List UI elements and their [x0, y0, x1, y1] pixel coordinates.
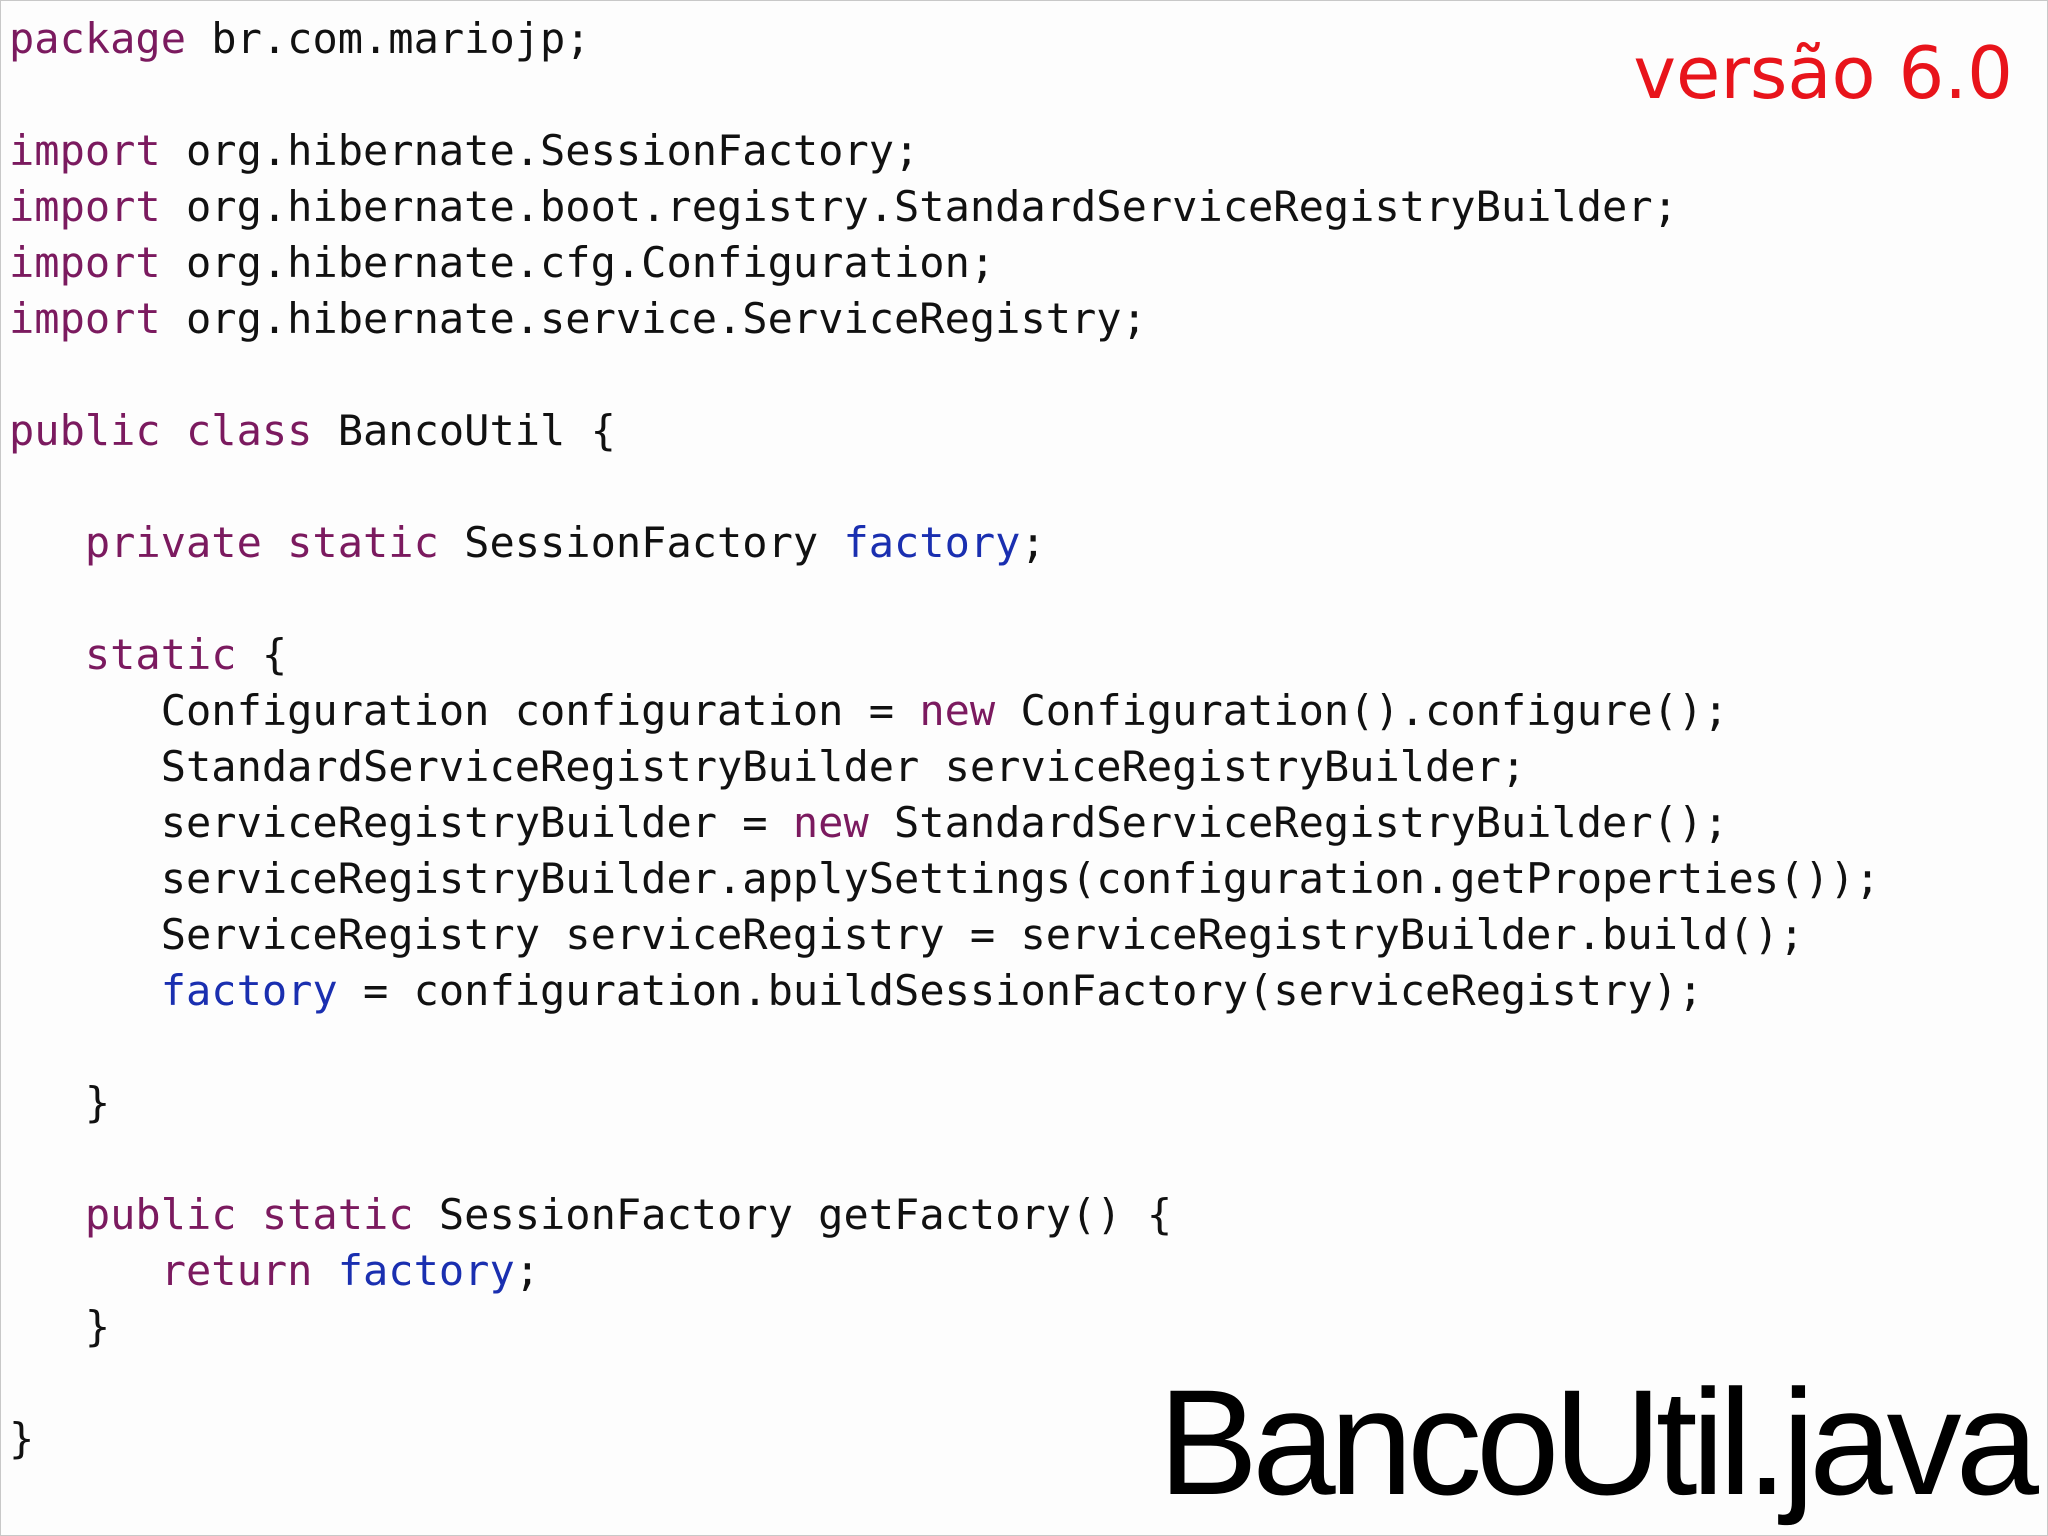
code-line: public class BancoUtil {: [9, 403, 1880, 459]
code-text: [9, 518, 85, 567]
code-block: package br.com.mariojp; import org.hiber…: [9, 11, 1880, 1467]
code-keyword: new: [919, 686, 996, 735]
code-line: return factory;: [9, 1243, 1880, 1299]
code-line: StandardServiceRegistryBuilder serviceRe…: [9, 739, 1880, 795]
code-line: }: [9, 1299, 1880, 1355]
code-keyword: public static: [84, 1190, 414, 1239]
code-line: [9, 1131, 1880, 1187]
code-text: Configuration configuration =: [9, 686, 920, 735]
code-keyword: import: [9, 294, 161, 343]
code-keyword: static: [84, 630, 237, 679]
code-text: Configuration().configure();: [995, 686, 1729, 735]
code-keyword: import: [9, 182, 161, 231]
code-line: static {: [9, 627, 1880, 683]
code-text: [9, 630, 85, 679]
code-text: ;: [1020, 518, 1046, 567]
code-text: serviceRegistryBuilder.applySettings(con…: [9, 854, 1881, 903]
code-line: import org.hibernate.service.ServiceRegi…: [9, 291, 1880, 347]
code-text: BancoUtil {: [312, 406, 616, 455]
code-line: private static SessionFactory factory;: [9, 515, 1880, 571]
code-text: ;: [514, 1246, 541, 1295]
code-line: }: [9, 1075, 1880, 1131]
code-keyword: public class: [9, 406, 313, 455]
code-text: }: [9, 1078, 111, 1127]
code-keyword: import: [9, 126, 161, 175]
code-field: factory: [160, 966, 338, 1015]
code-line: public static SessionFactory getFactory(…: [9, 1187, 1880, 1243]
code-keyword: private static: [84, 518, 439, 567]
code-line: factory = configuration.buildSessionFact…: [9, 963, 1880, 1019]
code-text: org.hibernate.service.ServiceRegistry;: [160, 294, 1147, 343]
code-line: [9, 1019, 1880, 1075]
code-keyword: return: [160, 1246, 313, 1295]
code-line: [9, 67, 1880, 123]
code-keyword: package: [9, 14, 187, 63]
code-line: }: [9, 1411, 1880, 1467]
code-line: [9, 571, 1880, 627]
code-line: serviceRegistryBuilder.applySettings(con…: [9, 851, 1880, 907]
code-text: [9, 1246, 161, 1295]
code-text: [9, 966, 161, 1015]
code-text: org.hibernate.cfg.Configuration;: [160, 238, 996, 287]
file-name-title: BancoUtil.java: [1158, 1358, 2039, 1526]
code-text: SessionFactory getFactory() {: [413, 1190, 1173, 1239]
code-line: import org.hibernate.boot.registry.Stand…: [9, 179, 1880, 235]
code-text: br.com.mariojp;: [186, 14, 591, 63]
code-text: {: [236, 630, 288, 679]
code-line: import org.hibernate.cfg.Configuration;: [9, 235, 1880, 291]
code-text: ServiceRegistry serviceRegistry = servic…: [9, 910, 1805, 959]
code-keyword: import: [9, 238, 161, 287]
code-line: package br.com.mariojp;: [9, 11, 1880, 67]
code-line: ServiceRegistry serviceRegistry = servic…: [9, 907, 1880, 963]
code-text: org.hibernate.SessionFactory;: [160, 126, 920, 175]
code-text: StandardServiceRegistryBuilder();: [868, 798, 1729, 847]
code-text: = configuration.buildSessionFactory(serv…: [337, 966, 1704, 1015]
code-text: }: [9, 1302, 111, 1351]
code-line: import org.hibernate.SessionFactory;: [9, 123, 1880, 179]
code-text: [9, 1190, 85, 1239]
code-text: }: [9, 1414, 35, 1463]
code-text: [312, 1246, 337, 1295]
code-line: [9, 459, 1880, 515]
code-line: [9, 347, 1880, 403]
code-text: StandardServiceRegistryBuilder serviceRe…: [9, 742, 1527, 791]
code-text: org.hibernate.boot.registry.StandardServ…: [160, 182, 1678, 231]
code-field: factory: [337, 1246, 515, 1295]
code-line: serviceRegistryBuilder = new StandardSer…: [9, 795, 1880, 851]
code-line: Configuration configuration = new Config…: [9, 683, 1880, 739]
version-label: versão 6.0: [1633, 31, 2013, 115]
code-keyword: new: [792, 798, 869, 847]
code-field: factory: [843, 518, 1021, 567]
code-text: serviceRegistryBuilder =: [9, 798, 793, 847]
code-text: SessionFactory: [438, 518, 844, 567]
